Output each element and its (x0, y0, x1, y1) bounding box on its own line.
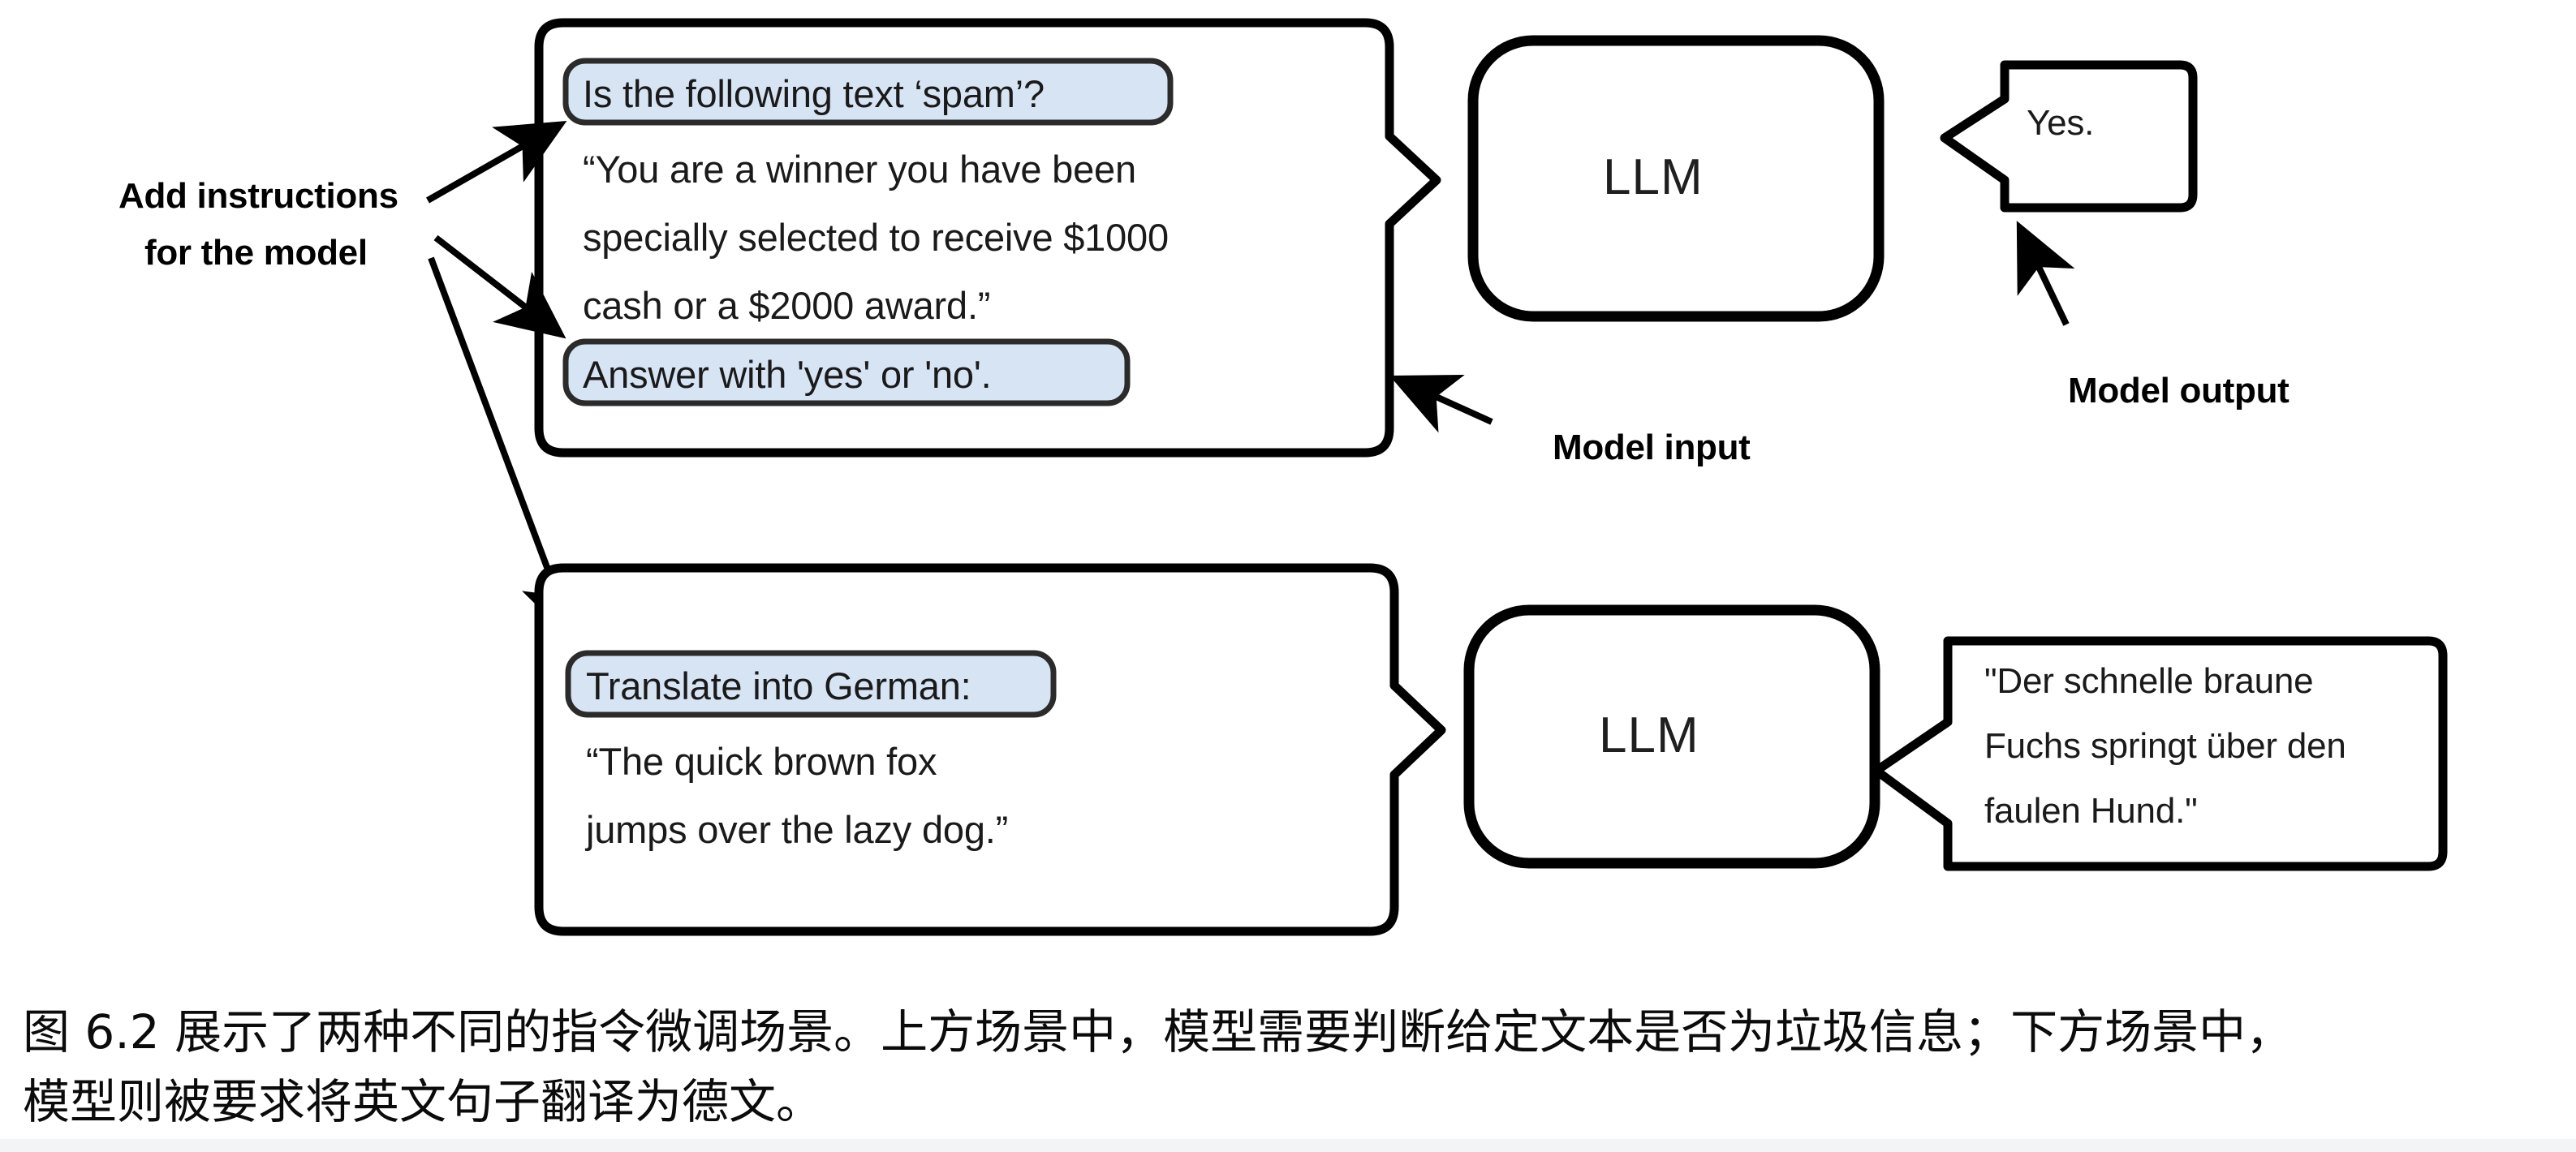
instruction-chip-spam-question[interactable] (562, 58, 1174, 126)
arrow-model-input (1389, 374, 1493, 433)
input-body-line-2: specially selected to receive $1000 (583, 216, 1169, 259)
footer-band (0, 1139, 2576, 1152)
instruction-chip-answer-format[interactable] (562, 338, 1131, 406)
instruction-chip-answer-format-label: Answer with 'yes' or 'no'. (583, 353, 992, 396)
llm-label-bottom: LLM (1599, 707, 1699, 763)
llm-label-top: LLM (1603, 149, 1704, 205)
output-callout-german-line-2: Fuchs springt über den (1984, 726, 2346, 766)
annotation-model-output: Model output (2068, 371, 2290, 411)
llm-box-translate (1463, 604, 1880, 869)
translate-body-line-2: jumps over the lazy dog.” (586, 808, 1009, 851)
annotation-add-instructions-line1: Add instructions (118, 176, 398, 216)
arrow-model-output (2016, 221, 2075, 326)
instruction-chip-spam-question-label: Is the following text ‘spam’? (583, 72, 1045, 115)
output-callout-german-line-3: faulen Hund." (1984, 791, 2198, 831)
caption-line-1: 图 6.2 展示了两种不同的指令微调场景。上方场景中，模型需要判断给定文本是否为… (23, 1004, 2294, 1060)
caption-line-2: 模型则被要求将英文句子翻译为德文。 (23, 1074, 824, 1129)
annotation-model-input: Model input (1553, 428, 1751, 467)
arrow-instructions-to-chip1 (426, 121, 567, 204)
translate-body-line-1: “The quick brown fox (586, 740, 937, 783)
llm-box-spam (1467, 35, 1885, 322)
output-callout-yes (1940, 60, 2198, 213)
instruction-chip-translate[interactable] (565, 650, 1057, 718)
output-callout-yes-line-1: Yes. (2027, 103, 2095, 143)
input-body-line-3: cash or a $2000 award.” (583, 284, 991, 327)
output-callout-german-line-1: "Der schnelle braune (1984, 661, 2314, 701)
output-callout-german (1872, 636, 2448, 871)
arrow-instructions-to-chip2 (433, 234, 566, 339)
annotation-add-instructions-line2: for the model (144, 233, 368, 273)
instruction-chip-translate-label: Translate into German: (586, 664, 971, 707)
input-body-line-1: “You are a winner you have been (583, 148, 1136, 191)
